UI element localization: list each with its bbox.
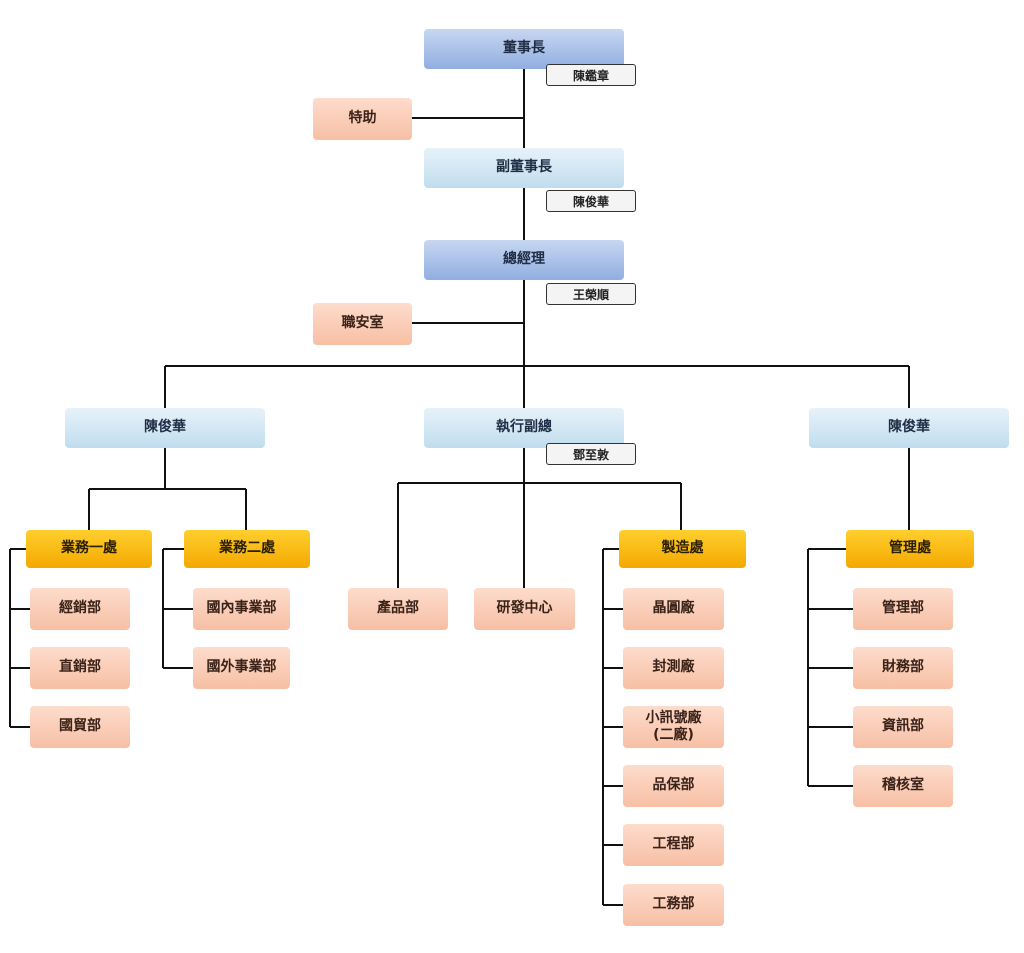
foreign-business-dept-box: 國外事業部 (193, 647, 290, 689)
chairman-name-tag: 陳鑑章 (546, 64, 636, 86)
small-signal-fab-box: 小訊號廠 (二廠) (623, 706, 724, 748)
direct-sales-dept-box: 直銷部 (30, 647, 130, 689)
it-dept-box: 資訊部 (853, 706, 953, 748)
general-manager-box: 總經理 (424, 240, 624, 280)
intl-trade-dept-box: 國貿部 (30, 706, 130, 748)
management-division-box: 管理處 (846, 530, 974, 568)
special-assistant-box: 特助 (313, 98, 412, 140)
finance-dept-box: 財務部 (853, 647, 953, 689)
safety-office-box: 職安室 (313, 303, 412, 345)
product-dept-box: 產品部 (348, 588, 448, 630)
general-manager-name-tag: 王榮順 (546, 283, 636, 305)
sales-dept-2-box: 業務二處 (184, 530, 310, 568)
sales-dept-1-box: 業務一處 (26, 530, 152, 568)
exec-vp-box: 執行副總 (424, 408, 624, 448)
left-division-head-box: 陳俊華 (65, 408, 265, 448)
wafer-fab-box: 晶圓廠 (623, 588, 724, 630)
right-division-head-box: 陳俊華 (809, 408, 1009, 448)
administration-dept-box: 管理部 (853, 588, 953, 630)
audit-office-box: 稽核室 (853, 765, 953, 807)
rd-center-box: 研發中心 (474, 588, 575, 630)
facilities-dept-box: 工務部 (623, 884, 724, 926)
domestic-business-dept-box: 國內事業部 (193, 588, 290, 630)
vice-chairman-name-tag: 陳俊華 (546, 190, 636, 212)
distribution-dept-box: 經銷部 (30, 588, 130, 630)
vice-chairman-box: 副董事長 (424, 148, 624, 188)
packaging-test-fab-box: 封測廠 (623, 647, 724, 689)
quality-assurance-dept-box: 品保部 (623, 765, 724, 807)
chairman-box: 董事長 (424, 29, 624, 69)
exec-vp-name-tag: 鄧至敦 (546, 443, 636, 465)
engineering-dept-box: 工程部 (623, 824, 724, 866)
manufacturing-division-box: 製造處 (619, 530, 746, 568)
